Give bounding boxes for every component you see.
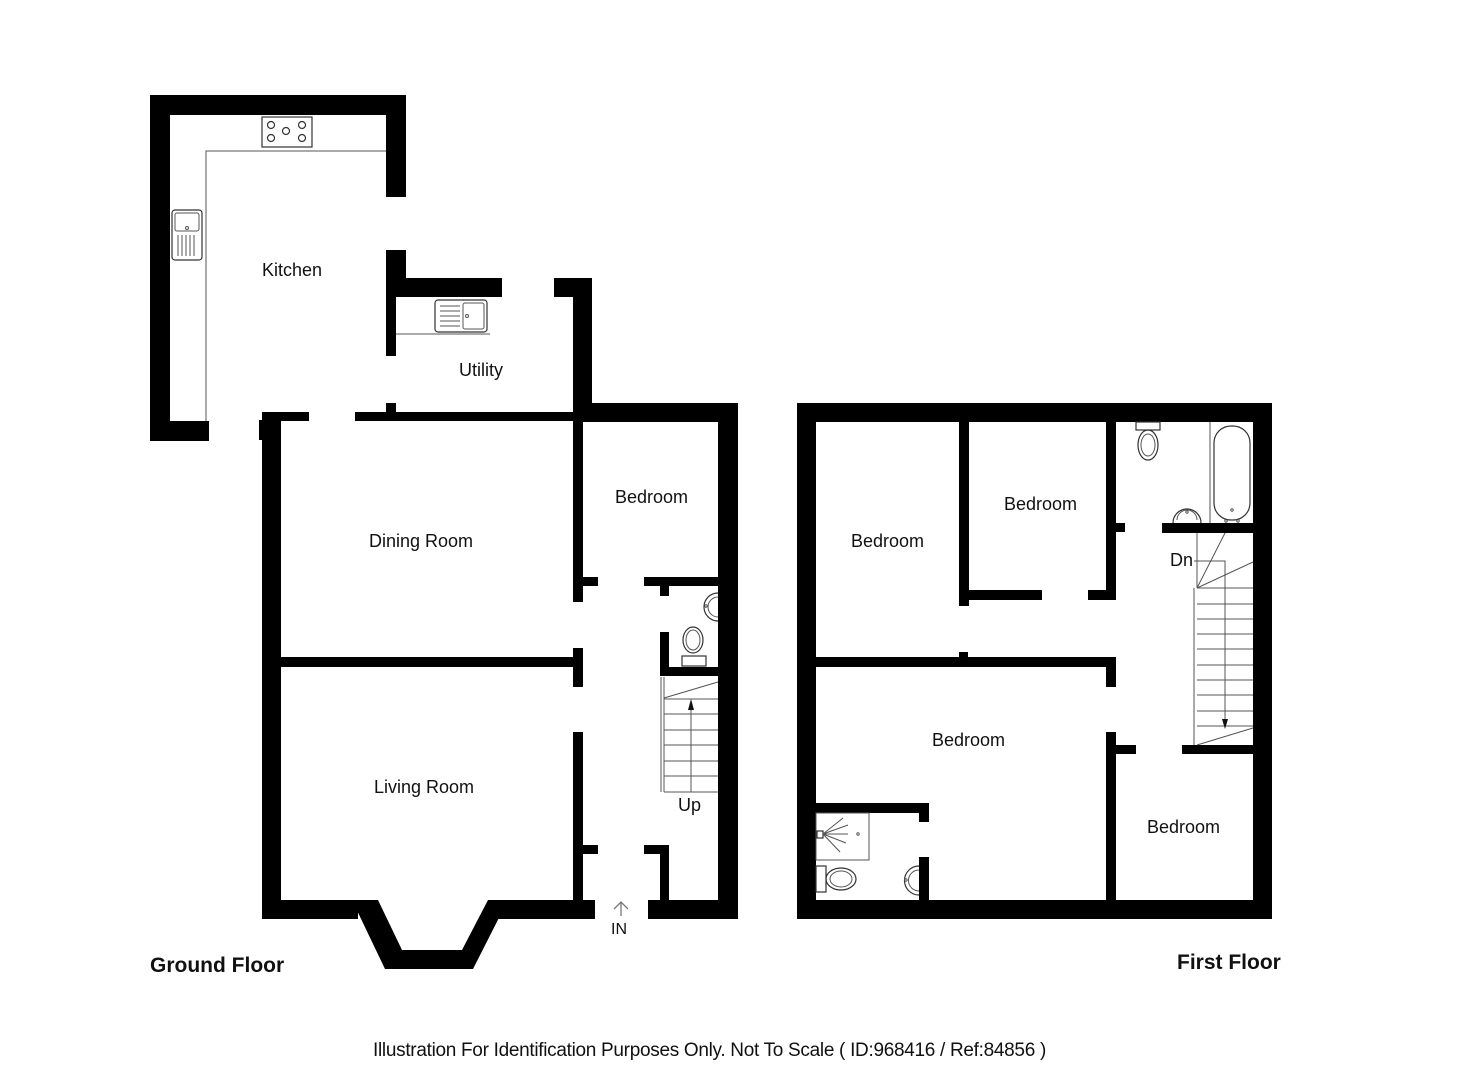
first-internal-walls	[816, 420, 1255, 902]
ground-floor-plan: Kitchen Utility	[150, 95, 738, 977]
ensuite-toilet-icon	[815, 865, 857, 893]
basin-icon	[1172, 508, 1202, 524]
wc-basin-icon	[703, 592, 719, 622]
room-label-bedroom-right: Bedroom	[1147, 817, 1220, 837]
wc-toilet-icon	[681, 626, 707, 667]
bath-icon	[1213, 425, 1251, 523]
room-label-living-room: Living Room	[374, 777, 474, 797]
room-label-bedroom-ground: Bedroom	[615, 487, 688, 507]
ground-floor-title: Ground Floor	[150, 954, 284, 977]
staircase-down	[1193, 532, 1254, 746]
utility-sink-icon	[434, 299, 488, 333]
staircase-up	[660, 677, 719, 793]
room-label-dining-room: Dining Room	[369, 531, 473, 551]
ground-internal-walls	[280, 420, 720, 902]
disclaimer-text: Illustration For Identification Purposes…	[373, 1040, 1046, 1061]
room-label-bedroom-small: Bedroom	[1004, 494, 1077, 514]
hob-icon	[261, 116, 313, 148]
ground-outer-walls	[259, 403, 738, 969]
ensuite-basin-icon	[903, 865, 920, 896]
room-label-bedroom-left: Bedroom	[851, 531, 924, 551]
room-label-bedroom-main: Bedroom	[932, 730, 1005, 750]
stairs-arrow	[1194, 560, 1226, 724]
utility-walls	[386, 278, 592, 414]
kitchen-sink-icon	[171, 209, 203, 261]
kitchen-counter	[205, 150, 386, 421]
kitchen-walls	[150, 95, 406, 441]
room-label-utility: Utility	[459, 360, 503, 380]
stairs-down-label: Dn	[1170, 550, 1193, 570]
toilet-icon	[1135, 421, 1161, 461]
first-floor-title: First Floor	[1177, 951, 1281, 974]
first-floor-plan: Bedroom Bedroom Bedroom Bedroom	[797, 403, 1281, 974]
entrance-label: IN	[611, 921, 627, 938]
first-outer-walls	[797, 403, 1272, 919]
room-label-kitchen: Kitchen	[262, 260, 322, 280]
stairs-up-label: Up	[678, 795, 701, 815]
entrance-arrow-icon	[613, 901, 629, 916]
shower-icon	[815, 812, 870, 861]
